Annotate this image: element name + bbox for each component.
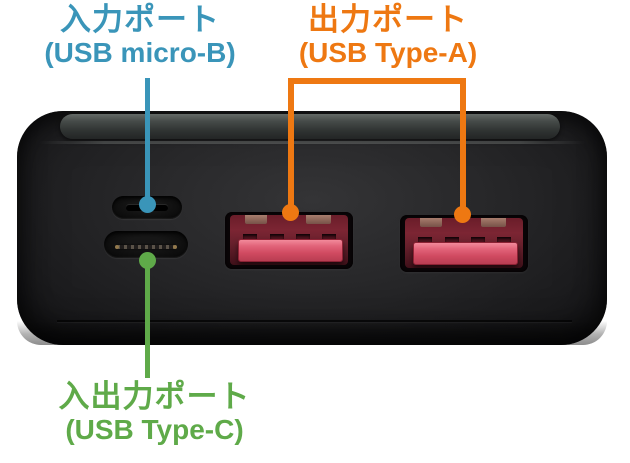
usb-a-contact-tab bbox=[420, 218, 442, 227]
device-edge-highlight bbox=[39, 141, 585, 144]
output-bracket-top bbox=[288, 78, 466, 84]
usb-a-contact-notch bbox=[243, 234, 257, 243]
usb-type-c-pin-dot bbox=[173, 245, 177, 249]
usb-a-cavity bbox=[230, 215, 348, 265]
usb-a-tongue bbox=[413, 242, 518, 265]
usb-a-contact-tab bbox=[306, 215, 331, 224]
io-pointer-dot bbox=[139, 252, 156, 269]
output-bracket-left bbox=[288, 78, 294, 214]
usb-a-contact-notch bbox=[497, 237, 511, 246]
usb-a-cavity bbox=[405, 218, 523, 268]
io-connector-line bbox=[145, 259, 150, 378]
usb-type-a-port-2 bbox=[400, 215, 528, 272]
output-port-title: 出力ポート bbox=[308, 2, 468, 37]
usb-a-contact-notch bbox=[270, 234, 284, 243]
output-bracket-right bbox=[460, 78, 466, 216]
usb-a-contact-notch bbox=[296, 234, 310, 243]
output-pointer-dot-left bbox=[282, 204, 299, 221]
usb-a-contact-tab bbox=[481, 218, 506, 227]
usb-type-c-pins bbox=[117, 245, 175, 249]
io-port-label: 入出力ポート (USB Type-C) bbox=[12, 379, 297, 445]
input-port-label: 入力ポート (USB micro-B) bbox=[8, 2, 272, 68]
usb-a-contact-notch bbox=[471, 237, 485, 246]
usb-a-contact-tab bbox=[245, 215, 267, 224]
usb-a-contact-notch bbox=[322, 234, 336, 243]
usb-a-tongue bbox=[238, 239, 343, 262]
power-bank-device bbox=[17, 111, 607, 345]
io-port-title: 入出力ポート bbox=[58, 379, 251, 414]
input-connector-line bbox=[145, 78, 150, 206]
device-seam-line bbox=[57, 320, 572, 322]
output-port-subtitle: (USB Type-A) bbox=[298, 37, 478, 68]
input-pointer-dot bbox=[139, 196, 156, 213]
usb-a-contact-notch bbox=[445, 237, 459, 246]
device-top-face bbox=[60, 114, 560, 139]
io-port-subtitle: (USB Type-C) bbox=[65, 414, 244, 445]
usb-type-c-pin-dot bbox=[115, 245, 119, 249]
usb-type-a-port-1 bbox=[225, 212, 353, 269]
input-port-subtitle: (USB micro-B) bbox=[44, 37, 236, 68]
input-port-title: 入力ポート bbox=[60, 2, 220, 37]
device-bottom-shading bbox=[17, 321, 607, 345]
usb-a-contact-notch bbox=[418, 237, 432, 246]
output-pointer-dot-right bbox=[454, 206, 471, 223]
output-port-label: 出力ポート (USB Type-A) bbox=[266, 2, 510, 68]
